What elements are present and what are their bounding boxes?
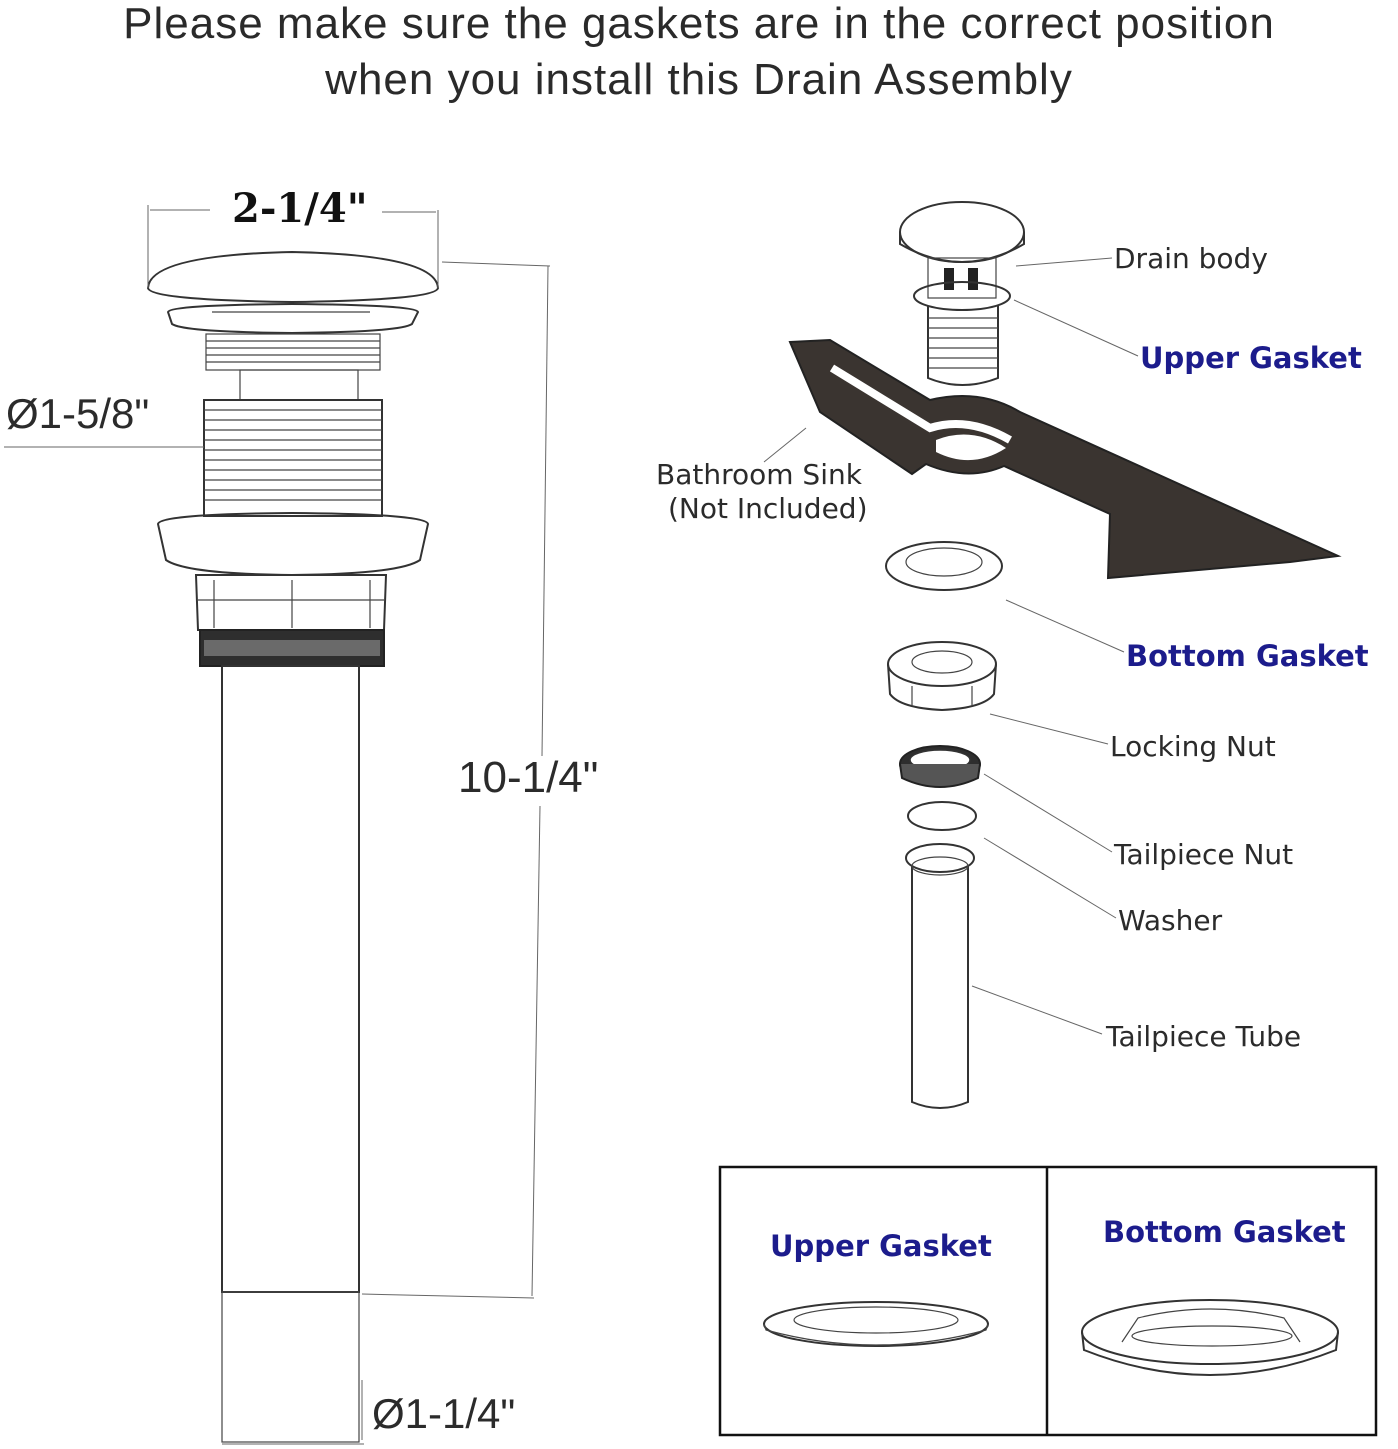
cap-width-label: 2-1/4": [232, 185, 368, 232]
exploded-upper-gasket: [913, 281, 1011, 311]
label-tailpiece-tube: Tailpiece Tube: [1105, 1020, 1301, 1053]
side-tailpiece-nut: [199, 629, 385, 667]
label-tailpiece-nut: Tailpiece Nut: [1113, 838, 1293, 871]
legend-upper-gasket-label: Upper Gasket: [770, 1229, 992, 1263]
drain-flange: [166, 302, 420, 335]
threaded-body: [203, 399, 383, 517]
label-washer: Washer: [1118, 904, 1223, 937]
instruction-heading-line-2: when you install this Drain Assembly: [325, 55, 1073, 104]
gasket-comparison-box: Upper Gasket Bottom Gasket: [718, 1165, 1378, 1437]
exploded-drain-body: [899, 201, 1025, 386]
exploded-tailpiece-tube: [911, 856, 969, 1109]
legend-bottom-gasket-drawing: [1081, 1299, 1339, 1376]
upper-thread: [205, 333, 381, 371]
cap-width-dimension: [147, 205, 439, 288]
thread-diameter-label: Ø1-5/8": [6, 390, 149, 437]
label-bottom-gasket: Bottom Gasket: [1126, 639, 1369, 673]
exploded-tailpiece-nut: [899, 745, 981, 788]
tube-diameter-dimension: [222, 1380, 364, 1445]
side-bottom-gasket: [156, 511, 430, 577]
label-not-included: (Not Included): [668, 492, 868, 525]
total-length-dimension: [361, 261, 551, 1299]
label-upper-gasket: Upper Gasket: [1140, 341, 1362, 375]
part-leader-lines: [763, 257, 1139, 1035]
side-tailpiece-tube: [221, 665, 360, 1293]
legend-bottom-gasket-label: Bottom Gasket: [1103, 1215, 1346, 1249]
drain-cap-dome: [146, 250, 440, 304]
label-drain-body: Drain body: [1114, 242, 1268, 275]
drain-side-view: 2-1/4" Ø1-5/8" 10-1/4" Ø1-1/4": [4, 185, 598, 1445]
exploded-bottom-gasket: [885, 541, 1003, 591]
instruction-heading-line-1: Please make sure the gaskets are in the …: [123, 0, 1275, 48]
exploded-locking-nut: [887, 641, 997, 712]
total-length-label: 10-1/4": [458, 753, 598, 802]
side-locking-nut: [194, 574, 388, 631]
label-locking-nut: Locking Nut: [1110, 730, 1276, 763]
exploded-top-washer: [905, 843, 975, 873]
exploded-washer: [907, 801, 977, 831]
exploded-view: Drain body Upper Gasket Bathroom Sink (N…: [656, 201, 1369, 1109]
label-bathroom-sink: Bathroom Sink: [656, 458, 863, 491]
legend-upper-gasket-drawing: [763, 1301, 989, 1347]
bathroom-sink-slab: [788, 338, 1342, 580]
tube-diameter-label: Ø1-1/4": [372, 1390, 515, 1437]
